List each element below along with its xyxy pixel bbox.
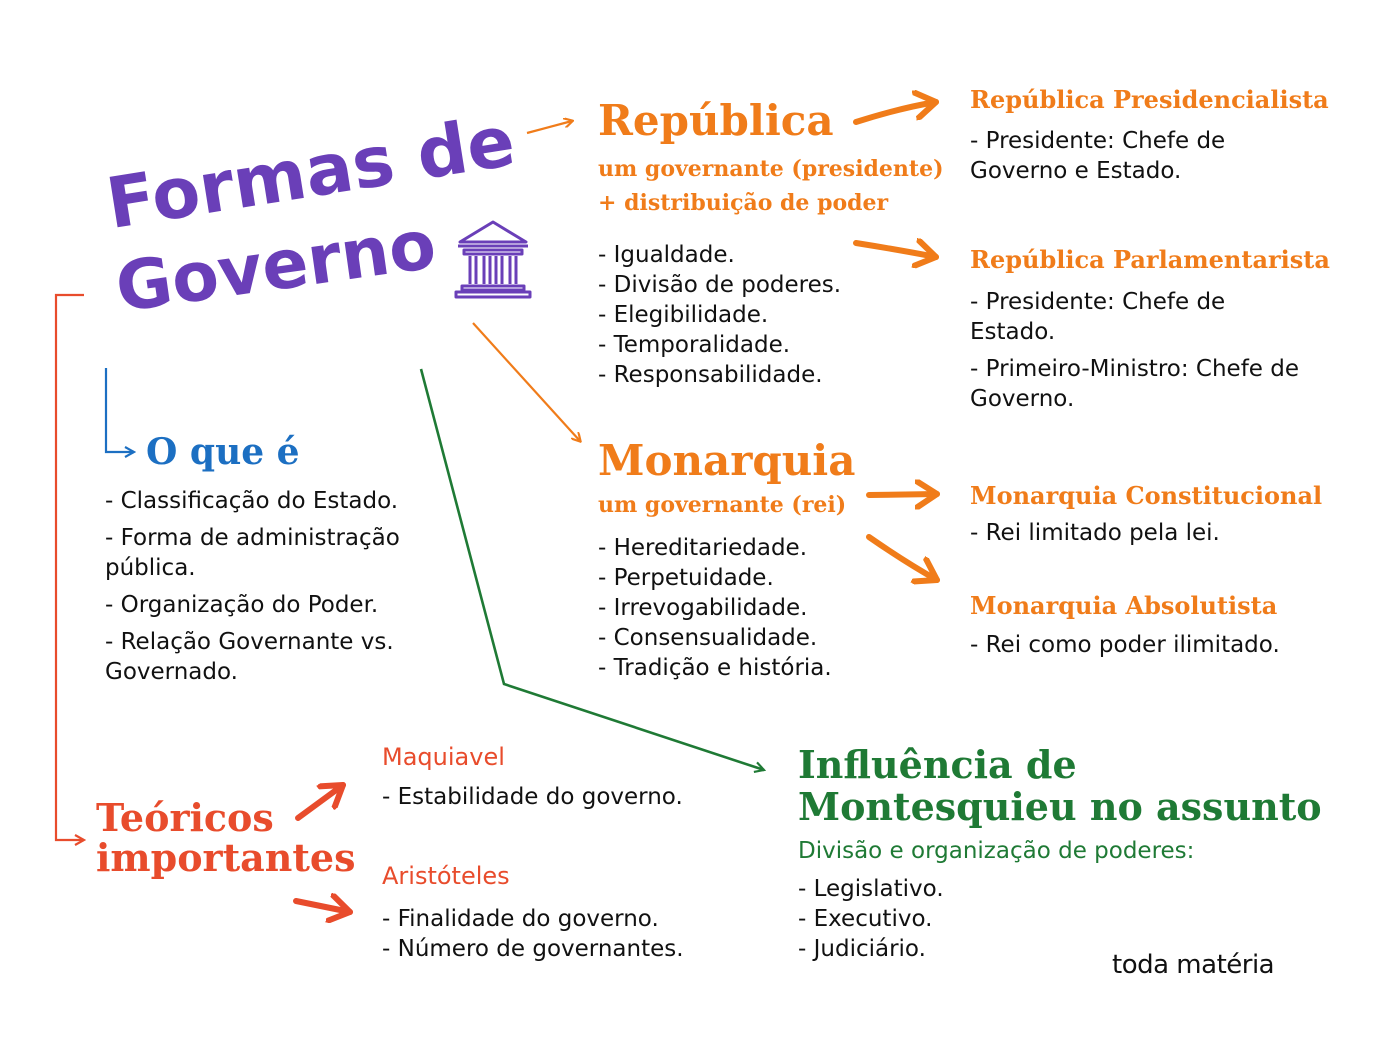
republica-heading: República — [598, 96, 834, 145]
list-item: - Divisão de poderes. — [598, 272, 842, 298]
list-item: - Consensualidade. — [598, 625, 818, 651]
list-item: - Finalidade do governo. — [382, 906, 659, 932]
aristoteles-heading: Aristóteles — [382, 862, 510, 890]
absolutista-heading: Monarquia Absolutista — [970, 591, 1278, 620]
list-item: - Judiciário. — [798, 936, 926, 962]
list-item: - Legislativo. — [798, 876, 944, 902]
maquiavel-heading: Maquiavel — [382, 743, 505, 771]
connector-teoricos — [54, 293, 84, 840]
monarquia-subtitle: um governante (rei) — [598, 492, 847, 518]
arrow-to-aristoteles — [293, 901, 353, 912]
aristoteles-list: - Finalidade do governo. - Número de gov… — [382, 904, 684, 964]
list-item: - Perpetuidade. — [598, 565, 774, 591]
parlamentarista-text-1: - Presidente: Chefe de Estado. — [970, 289, 1226, 345]
republica-list: - Igualdade. - Divisão de poderes. - Ele… — [598, 240, 841, 390]
list-item: - Responsabilidade. — [598, 362, 823, 388]
brand-logo: toda matéria — [1112, 950, 1275, 980]
list-item: - Executivo. — [798, 906, 933, 932]
montesquieu-subtitle: Divisão e organização de poderes: — [798, 838, 1195, 864]
republica-subtitle-1: um governante (presidente) — [598, 156, 944, 182]
arrow-to-parlamentarista — [853, 243, 939, 257]
republica-subtitle-2: + distribuição de poder — [598, 190, 889, 216]
list-item: - Temporalidade. — [598, 332, 791, 358]
arrow-to-monarquia — [472, 322, 580, 441]
montesquieu-line-2: Montesquieu no assunto — [798, 784, 1322, 829]
connector-montesquieu — [419, 368, 764, 770]
arrow-to-constitucional — [866, 494, 940, 495]
oque-list: - Classificação do Estado. - Forma de ad… — [105, 486, 435, 687]
teoricos-line-1: Teóricos — [96, 795, 274, 840]
maquiavel-text: - Estabilidade do governo. — [382, 784, 683, 810]
list-item: - Irrevogabilidade. — [598, 595, 808, 621]
montesquieu-list: - Legislativo. - Executivo. - Judiciário… — [798, 874, 944, 964]
arrow-to-republica — [526, 121, 572, 135]
presidencialista-heading: República Presidencialista — [970, 85, 1329, 114]
list-item: - Tradição e história. — [598, 655, 832, 681]
list-item: - Organização do Poder. — [105, 592, 379, 618]
arrow-to-maquiavel — [295, 782, 346, 821]
list-item: - Forma de administração pública. — [105, 525, 400, 581]
monarquia-list: - Hereditariedade. - Perpetuidade. - Irr… — [598, 533, 832, 683]
teoricos-line-2: importantes — [96, 835, 356, 880]
list-item: - Hereditariedade. — [598, 535, 808, 561]
monarquia-heading: Monarquia — [598, 436, 856, 485]
parlamentarista-text-2: - Primeiro-Ministro: Chefe de Governo. — [970, 356, 1299, 412]
constitucional-heading: Monarquia Constitucional — [970, 481, 1323, 510]
arrow-to-presidencialista — [853, 102, 939, 125]
connector-oque — [104, 368, 134, 452]
montesquieu-line-1: Influência de — [798, 742, 1077, 787]
absolutista-text: - Rei como poder ilimitado. — [970, 632, 1280, 658]
list-item: - Elegibilidade. — [598, 302, 769, 328]
list-item: - Igualdade. — [598, 242, 735, 268]
list-item: - Classificação do Estado. — [105, 488, 399, 514]
presidencialista-text: - Presidente: Chefe de Governo e Estado. — [970, 128, 1226, 184]
parlamentarista-heading: República Parlamentarista — [970, 245, 1330, 274]
constitucional-text: - Rei limitado pela lei. — [970, 520, 1220, 546]
list-item: - Número de governantes. — [382, 936, 684, 962]
arrow-to-absolutista — [866, 534, 940, 580]
building-icon — [452, 216, 534, 300]
list-item: - Relação Governante vs. Governado. — [105, 629, 394, 685]
oque-heading: O que é — [146, 431, 300, 473]
